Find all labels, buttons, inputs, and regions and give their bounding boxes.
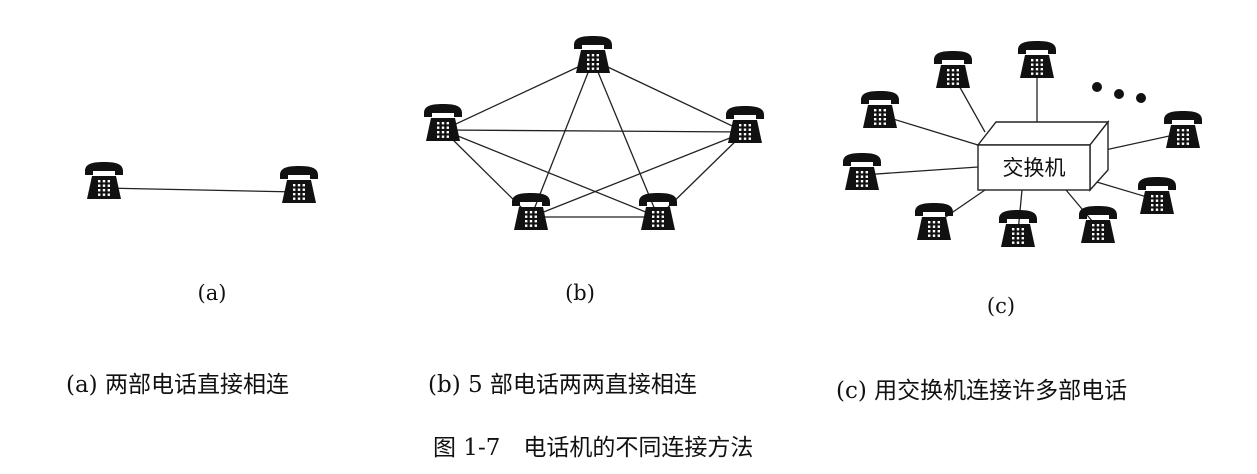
link-b [592, 59, 746, 133]
telephone-icon [726, 106, 764, 143]
telephone-icon [999, 210, 1037, 247]
telephone-icon [1164, 111, 1202, 148]
link-a-1-2 [103, 187, 299, 193]
link-b [592, 59, 659, 218]
link-b [442, 59, 594, 131]
telephone-icon [1018, 41, 1056, 78]
figure-caption: 图 1-7 电话机的不同连接方法 [433, 435, 753, 461]
panel-c: 交换机 (c) (c) 用交换机连接许多部电话 [836, 41, 1202, 404]
telephone-icon [85, 162, 123, 199]
panel-a-caption: (a) 两部电话直接相连 [66, 372, 289, 398]
telephone-icon [934, 51, 972, 88]
telephone-icon [843, 153, 881, 190]
panel-a: (a) (a) 两部电话直接相连 [66, 162, 318, 398]
telephone-icon [280, 166, 318, 203]
panel-b-caption: (b) 5 部电话两两直接相连 [428, 372, 697, 398]
panel-c-tag: (c) [987, 294, 1015, 318]
switch-box: 交换机 [976, 119, 1110, 192]
panel-b-tag: (b) [565, 281, 595, 305]
mesh-links [442, 59, 746, 218]
telephone-icon [1079, 206, 1117, 243]
panel-c-caption: (c) 用交换机连接许多部电话 [836, 378, 1127, 404]
link-c [879, 114, 979, 146]
link-b [530, 131, 746, 218]
ellipsis-icon [1092, 82, 1146, 103]
telephone-icon [861, 91, 899, 128]
panel-a-tag: (a) [198, 281, 227, 305]
link-b [442, 129, 659, 218]
link-c [1095, 132, 1184, 153]
telephone-icon [915, 203, 953, 240]
telephone-icon [574, 36, 612, 73]
link-b [530, 59, 594, 218]
telephone-icon [424, 104, 462, 141]
switch-label: 交换机 [1003, 156, 1066, 180]
panel-b: (b) (b) 5 部电话两两直接相连 [424, 36, 764, 398]
link-c [861, 166, 979, 176]
link-b [442, 129, 746, 133]
